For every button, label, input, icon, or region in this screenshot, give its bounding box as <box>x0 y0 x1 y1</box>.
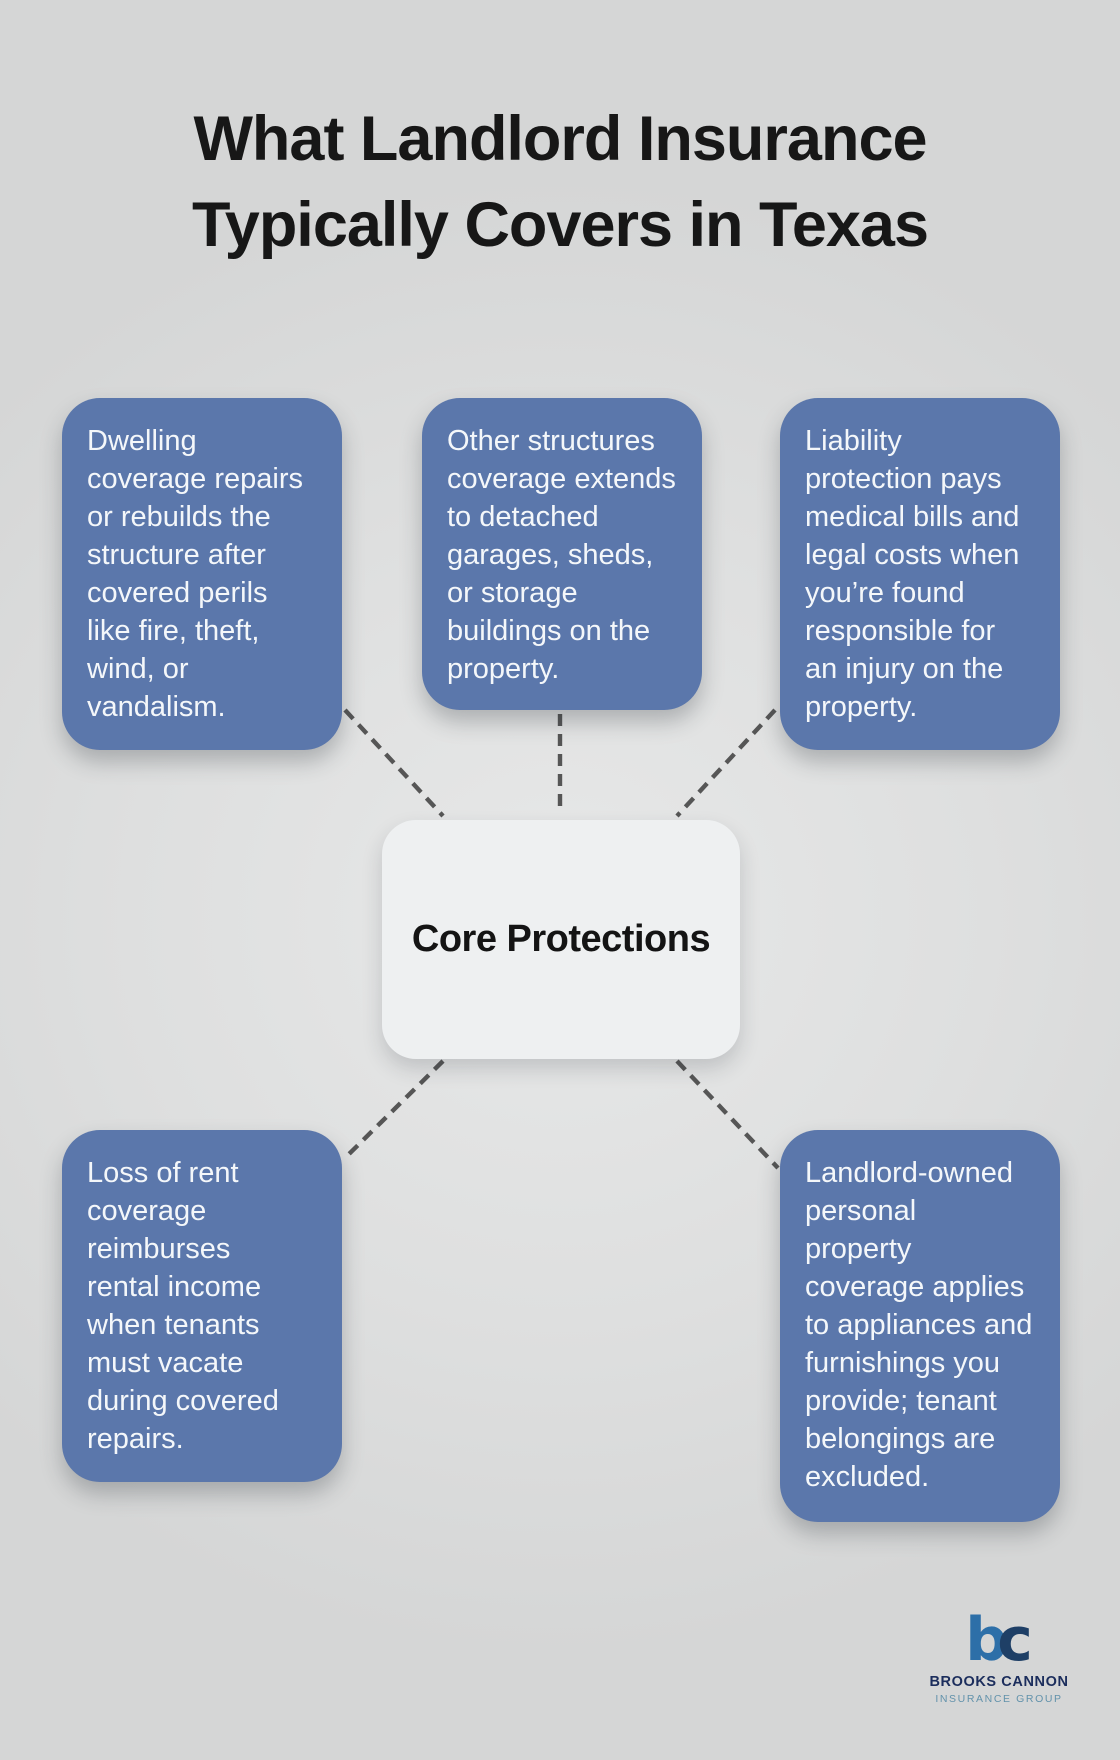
bc-logo-icon: bc <box>899 1608 1099 1672</box>
card-other-structures-coverage: Other structures coverage extends to det… <box>422 398 702 710</box>
logo-company-name: BROOKS CANNON <box>929 1674 1069 1690</box>
logo-letter-b: b <box>965 1605 1009 1675</box>
brooks-cannon-logo: bc BROOKS CANNON INSURANCE GROUP <box>899 1608 1099 1705</box>
card-landlord-personal-property: Landlord-owned personal property coverag… <box>780 1130 1060 1522</box>
core-protections-node: Core Protections <box>382 820 740 1059</box>
connector-liability-to-core <box>675 708 777 818</box>
logo-tagline: INSURANCE GROUP <box>935 1693 1063 1705</box>
infographic-title: What Landlord Insurance Typically Covers… <box>191 104 929 260</box>
connector-core-to-loss-rent <box>343 1059 445 1160</box>
connector-core-to-personal-property <box>675 1059 780 1170</box>
card-liability-protection: Liability protection pays medical bills … <box>780 398 1060 750</box>
core-protections-label: Core Protections <box>411 918 711 960</box>
card-loss-of-rent-coverage: Loss of rent coverage reimburses rental … <box>62 1130 342 1482</box>
card-dwelling-coverage: Dwelling coverage repairs or rebuilds th… <box>62 398 342 750</box>
connector-dwelling-to-core <box>343 708 445 818</box>
logo-letter-c: c <box>997 1605 1033 1675</box>
